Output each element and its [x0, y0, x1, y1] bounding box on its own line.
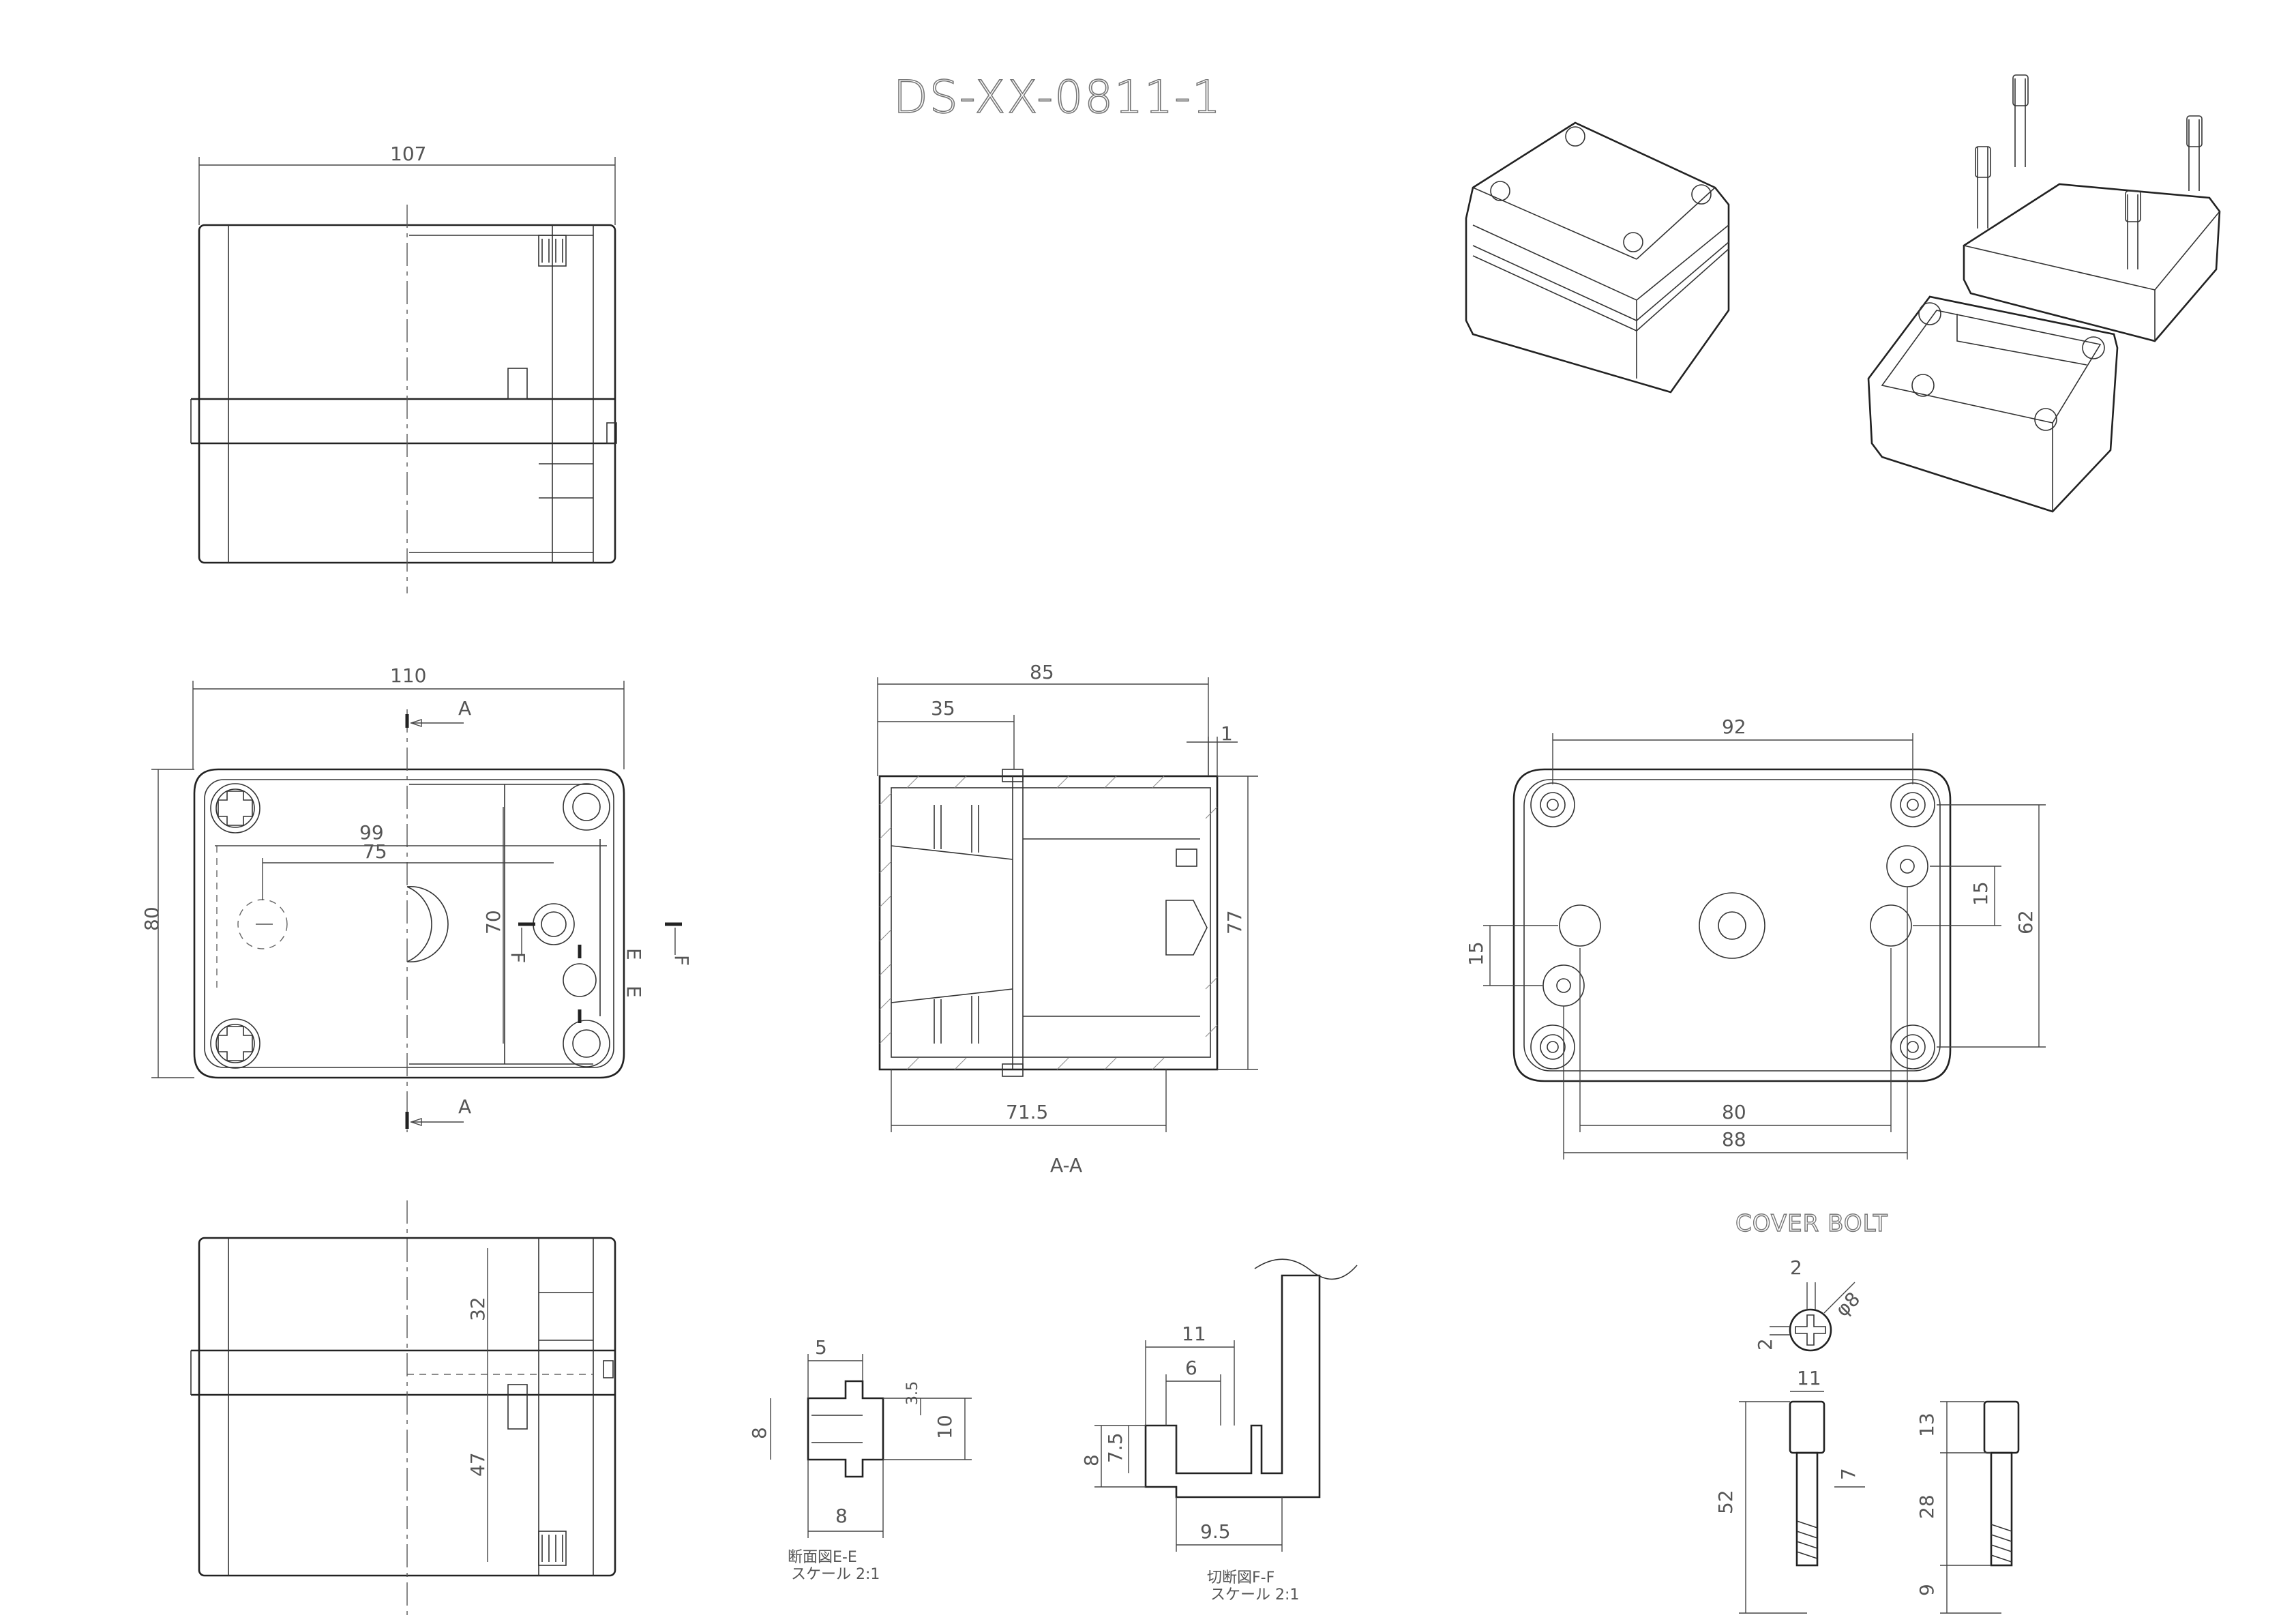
dim-35: 35 [931, 697, 955, 720]
dim-62: 62 [2014, 910, 2037, 934]
isometric-closed-view [1465, 121, 1730, 394]
dim-85: 85 [1030, 661, 1054, 683]
dim-bolt-9: 9 [1915, 1584, 1938, 1596]
top-side-view: 107 [190, 143, 617, 593]
dim-ee-10: 10 [934, 1415, 956, 1439]
section-ee-name: 断面図E-E [788, 1549, 857, 1566]
drawing-number-title: DS-XX-0811-1 [893, 71, 1222, 123]
dim-32: 32 [466, 1297, 489, 1321]
dim-71-5: 71.5 [1006, 1101, 1048, 1123]
dim-ee-8-bottom: 8 [835, 1505, 848, 1527]
dim-bolt-52: 52 [1714, 1490, 1737, 1514]
front-view: A A F F E E 110 80 99 75 70 [140, 664, 693, 1132]
dim-bolt-13: 13 [1915, 1413, 1938, 1437]
dim-75: 75 [363, 840, 387, 863]
dim-ee-5: 5 [815, 1336, 827, 1359]
dim-88: 88 [1722, 1128, 1746, 1151]
dim-bolt-11: 11 [1797, 1367, 1821, 1389]
section-mark-f-right: F [670, 955, 693, 966]
dim-15-left: 15 [1465, 941, 1487, 966]
cover-bolt-label: COVER BOLT [1735, 1210, 1888, 1237]
dim-15-right: 15 [1969, 881, 1992, 906]
back-view: 92 62 15 15 80 88 [1465, 715, 2046, 1160]
bottom-side-view: 32 47 [190, 1200, 616, 1616]
dim-bolt-7: 7 [1837, 1468, 1860, 1480]
dim-107: 107 [390, 143, 426, 165]
dim-80-back: 80 [1722, 1101, 1746, 1123]
dim-80-height: 80 [140, 906, 163, 931]
section-aa-view: 85 35 1 77 71.5 A-A [877, 661, 1258, 1177]
section-mark-e-bottom: E [623, 986, 645, 998]
dim-110: 110 [390, 664, 426, 687]
section-ee-view: 5 3.5 10 8 8 断面図E-E スケール 2:1 [748, 1336, 972, 1583]
dim-70: 70 [482, 910, 505, 934]
dim-ff-8: 8 [1080, 1454, 1103, 1466]
section-mark-a-top: A [458, 697, 471, 720]
dim-1: 1 [1221, 722, 1233, 745]
dim-bolt-2-side: 2 [1754, 1338, 1776, 1350]
section-mark-e-top: E [623, 948, 645, 960]
dim-47: 47 [466, 1452, 489, 1477]
isometric-exploded-view [1867, 74, 2221, 513]
section-ff-scale: スケール 2:1 [1210, 1586, 1299, 1604]
cover-bolt-detail: COVER BOLT 2 2 φ8 11 7 52 13 28 9 [1714, 1209, 2020, 1614]
section-mark-f-left: F [507, 952, 529, 963]
section-ff-view: 11 6 8 7.5 9.5 切断図F-F スケール 2:1 [1080, 1258, 1358, 1604]
dim-bolt-28: 28 [1915, 1494, 1938, 1519]
dim-77: 77 [1223, 910, 1246, 934]
section-mark-a-bottom: A [458, 1095, 471, 1118]
dim-99: 99 [359, 821, 384, 844]
dim-ff-7-5: 7.5 [1104, 1432, 1127, 1463]
section-ff-name: 切断図F-F [1207, 1569, 1274, 1586]
section-ee-scale: スケール 2:1 [791, 1566, 880, 1583]
dim-92: 92 [1722, 715, 1746, 738]
dim-bolt-phi8: φ8 [1831, 1288, 1864, 1321]
dim-ff-11: 11 [1182, 1323, 1206, 1345]
dim-ff-9-5: 9.5 [1200, 1520, 1231, 1543]
dim-bolt-2-top: 2 [1790, 1256, 1802, 1279]
dim-ee-8-left: 8 [748, 1427, 771, 1439]
section-aa-label: A-A [1050, 1154, 1082, 1177]
dim-ee-3-5: 3.5 [904, 1381, 921, 1405]
dim-ff-6: 6 [1185, 1357, 1197, 1379]
